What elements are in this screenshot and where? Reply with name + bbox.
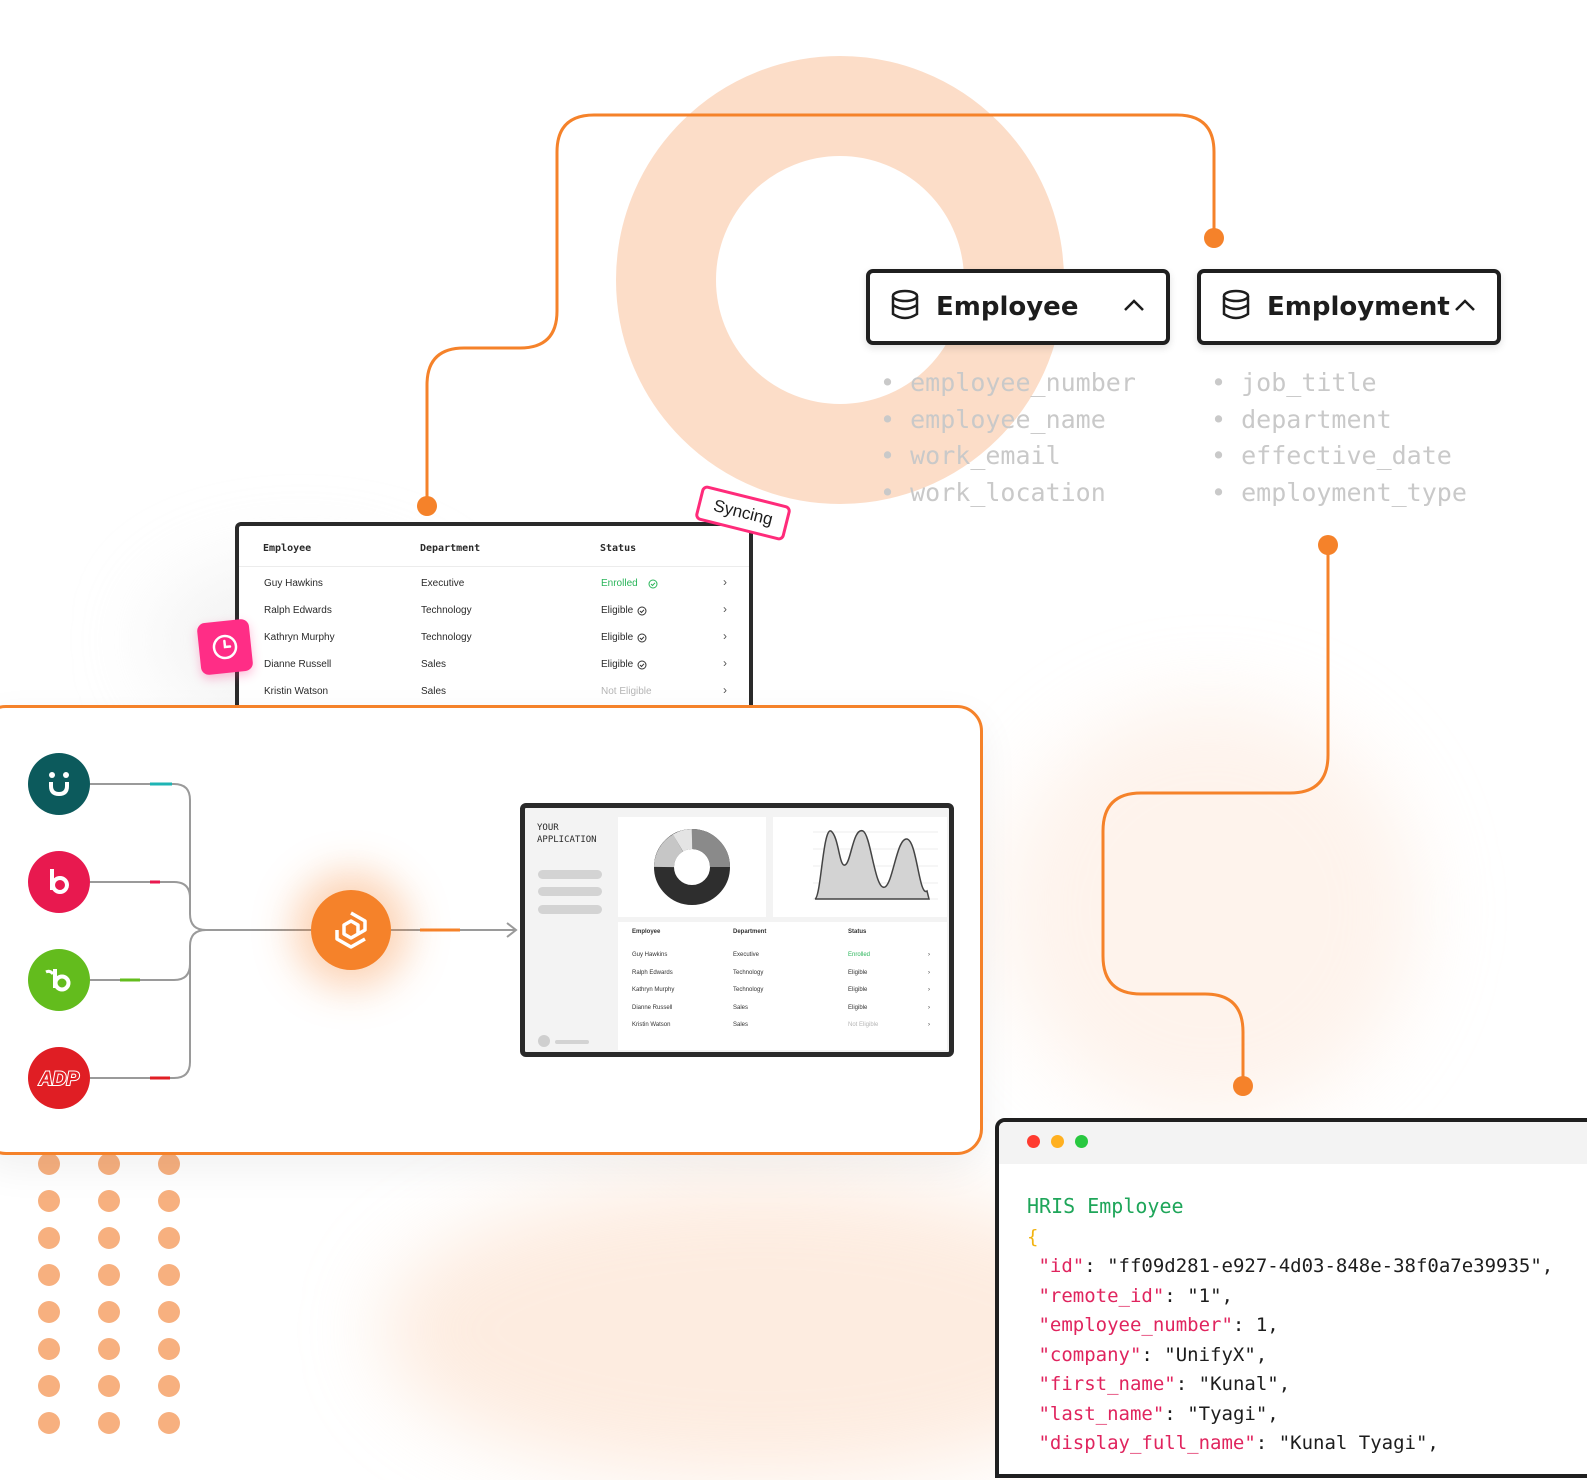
cell-employee: Kristin Watson [264, 686, 329, 697]
cell-status: Eligible [601, 632, 634, 643]
chevron-right-icon[interactable]: › [928, 1022, 930, 1028]
employee-table: Employee Department Status Guy Hawkins E… [235, 522, 753, 722]
donut-chart-card [618, 817, 766, 917]
json-code-block: HRIS Employee { "id": "ff09d281-e927-4d0… [1027, 1194, 1554, 1454]
sidebar-item [538, 887, 602, 896]
database-icon [890, 289, 920, 326]
cell-department: Technology [421, 632, 472, 643]
application-preview: YOUR APPLICATION Employee Department Sta… [520, 803, 954, 1057]
column-header-status: Status [600, 543, 637, 554]
check-circle-icon [637, 660, 647, 673]
employee-model-card[interactable]: Employee [866, 269, 1170, 345]
cell-department: Sales [421, 686, 447, 697]
clock-icon [196, 618, 254, 676]
chevron-up-icon[interactable] [1122, 297, 1146, 318]
code-window: HRIS Employee { "id": "ff09d281-e927-4d0… [995, 1118, 1587, 1478]
chevron-right-icon[interactable]: › [723, 656, 727, 670]
sidebar-item [538, 870, 602, 879]
field-item: work_email [880, 438, 1136, 475]
chevron-up-icon[interactable] [1453, 297, 1477, 318]
cell-status: Not Eligible [601, 686, 652, 697]
sidebar-item [538, 905, 602, 914]
table-row[interactable]: Kristin Watson Sales Not Eligible › [239, 679, 749, 706]
cell-department: Sales [421, 659, 447, 670]
cell-employee: Guy Hawkins [264, 578, 323, 589]
model-title: Employee [936, 292, 1079, 322]
app-label: YOUR APPLICATION [537, 823, 597, 845]
chevron-right-icon[interactable]: › [723, 575, 727, 589]
cell-status: Enrolled [601, 578, 638, 589]
cell-status: Eligible [601, 605, 634, 616]
table-row[interactable]: Dianne Russell Sales Eligible › [239, 652, 749, 679]
unify-hub-icon [311, 890, 391, 970]
field-item: job_title [1211, 365, 1467, 402]
cell-status: Eligible [601, 659, 634, 670]
chevron-right-icon[interactable]: › [928, 987, 930, 993]
table-row[interactable]: Guy Hawkins Executive Enrolled › [239, 571, 749, 598]
window-titlebar [999, 1122, 1587, 1164]
table-row[interactable]: Ralph Edwards Technology Eligible › [239, 598, 749, 625]
model-title: Employment [1267, 292, 1450, 322]
user-name-bar [555, 1040, 589, 1044]
check-circle-icon [648, 579, 658, 592]
field-item: effective_date [1211, 438, 1467, 475]
cell-department: Executive [421, 578, 465, 589]
donut-chart [654, 829, 730, 905]
table-row[interactable]: Kathryn Murphy Technology Eligible › [632, 987, 930, 993]
area-chart-card [773, 817, 947, 917]
ukg-logo-icon[interactable] [28, 753, 90, 815]
background-glow [1000, 700, 1420, 1120]
table-row[interactable]: Ralph Edwards Technology Eligible › [632, 970, 930, 976]
employment-model-card[interactable]: Employment [1197, 269, 1501, 345]
bamboohr-logo-icon[interactable] [28, 949, 90, 1011]
cell-employee: Ralph Edwards [264, 605, 332, 616]
check-circle-icon [637, 606, 647, 619]
cell-employee: Dianne Russell [264, 659, 332, 670]
table-header: Employee Department Status [239, 536, 749, 563]
chevron-right-icon[interactable]: › [723, 629, 727, 643]
table-header: Employee Department Status [632, 929, 867, 935]
employee-field-list: employee_number employee_name work_email… [880, 365, 1136, 511]
divider [239, 566, 749, 567]
database-icon [1221, 289, 1251, 326]
field-item: employee_number [880, 365, 1136, 402]
chevron-right-icon[interactable]: › [928, 1005, 930, 1011]
table-row[interactable]: Kristin Watson Sales Not Eligible › [632, 1022, 930, 1028]
svg-text:ADP: ADP [38, 1069, 79, 1090]
table-row[interactable]: Guy Hawkins Executive Enrolled › [632, 952, 930, 958]
column-header-department: Department [420, 543, 481, 554]
field-item: employee_name [880, 402, 1136, 439]
chevron-right-icon[interactable]: › [723, 683, 727, 697]
chevron-right-icon[interactable]: › [928, 970, 930, 976]
field-item: employment_type [1211, 475, 1467, 512]
cell-department: Technology [421, 605, 472, 616]
mini-employee-table: Employee Department Status Guy Hawkins E… [618, 922, 947, 1050]
avatar [538, 1035, 550, 1047]
field-item: work_location [880, 475, 1136, 512]
area-chart [813, 830, 938, 900]
open-brace: { [1027, 1225, 1039, 1248]
table-row[interactable]: Dianne Russell Sales Eligible › [632, 1005, 930, 1011]
maximize-window-button[interactable] [1075, 1135, 1088, 1148]
field-item: department [1211, 402, 1467, 439]
employment-field-list: job_title department effective_date empl… [1211, 365, 1467, 511]
column-header-employee: Employee [263, 543, 312, 554]
chevron-right-icon[interactable]: › [723, 602, 727, 616]
bob-logo-icon[interactable] [28, 851, 90, 913]
cell-employee: Kathryn Murphy [264, 632, 335, 643]
code-title: HRIS Employee [1027, 1194, 1184, 1218]
chevron-right-icon[interactable]: › [928, 952, 930, 958]
adp-logo-icon[interactable]: ADP [28, 1047, 90, 1109]
table-row[interactable]: Kathryn Murphy Technology Eligible › [239, 625, 749, 652]
minimize-window-button[interactable] [1051, 1135, 1064, 1148]
close-window-button[interactable] [1027, 1135, 1040, 1148]
check-circle-icon [637, 633, 647, 646]
